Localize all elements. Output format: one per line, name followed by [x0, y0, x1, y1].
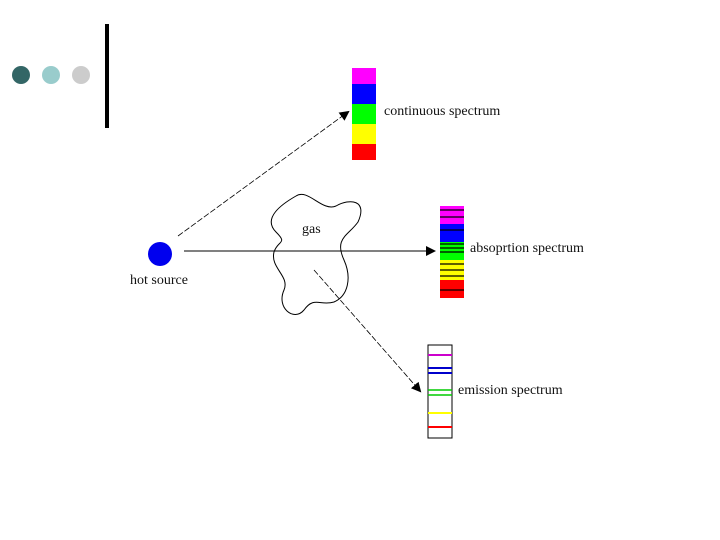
- continuous-spectrum: [352, 68, 376, 160]
- hot-source-circle: [148, 242, 172, 266]
- continuous-band-yellow: [352, 124, 376, 144]
- slide-dot-light: [42, 66, 60, 84]
- continuous-band-red: [352, 144, 376, 160]
- gas-cloud: [270, 193, 362, 315]
- ray-to-continuous: [177, 110, 350, 237]
- emission-frame: [427, 344, 453, 439]
- gas-label: gas: [302, 222, 321, 237]
- header-divider: [105, 24, 109, 128]
- slide-dot-dark: [12, 66, 30, 84]
- absorption-band-red: [440, 280, 464, 298]
- absorption-spectrum-label: absoprtion spectrum: [470, 241, 584, 256]
- continuous-band-magenta: [352, 68, 376, 84]
- continuous-band-green: [352, 104, 376, 124]
- absorption-spectrum: [440, 206, 464, 298]
- ray-to-emission: [313, 269, 422, 393]
- continuous-spectrum-label: continuous spectrum: [384, 104, 501, 119]
- slide-dot-gray: [72, 66, 90, 84]
- hot-source-label: hot source: [130, 273, 188, 288]
- absorption-band-green: [440, 242, 464, 260]
- emission-spectrum: [427, 344, 453, 439]
- continuous-band-blue: [352, 84, 376, 104]
- absorption-band-blue: [440, 224, 464, 242]
- absorption-band-magenta: [440, 206, 464, 224]
- emission-spectrum-label: emission spectrum: [458, 383, 563, 398]
